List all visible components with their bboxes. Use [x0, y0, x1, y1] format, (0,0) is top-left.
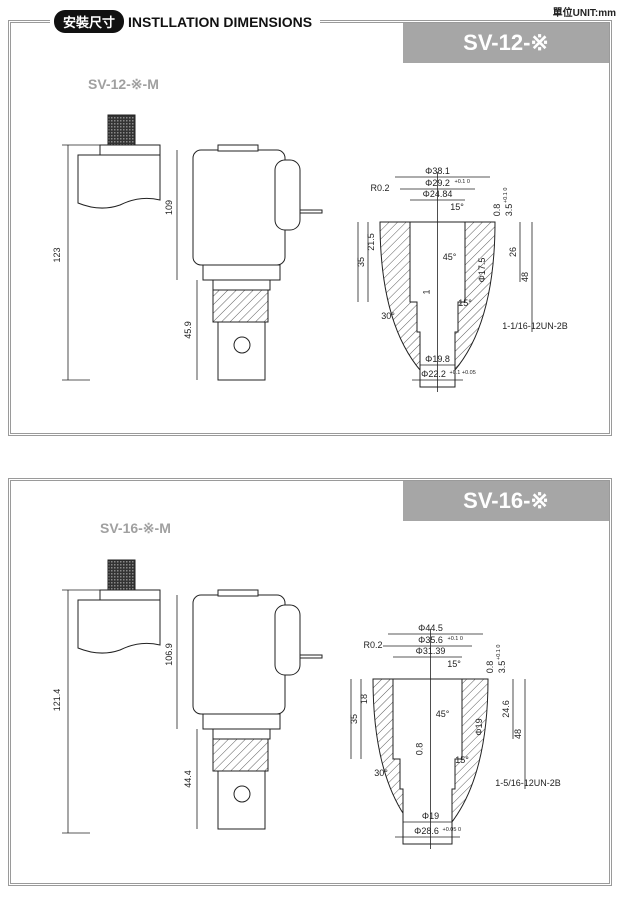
- body-length-label: 44.4: [183, 770, 193, 788]
- thread-label: 1-1/16-12UN-2B: [502, 321, 568, 331]
- dimension-label: R0.2: [370, 183, 389, 193]
- dimension-label: 26: [508, 247, 518, 257]
- coil-body: [192, 594, 286, 715]
- dimension-label: Φ31.39: [416, 646, 446, 656]
- dimension-label: 30°: [374, 768, 388, 778]
- manual-override-body: [77, 154, 161, 209]
- coil-body: [192, 149, 286, 266]
- dimension-label: Φ38.1: [425, 166, 450, 176]
- section-title-text: INSTLLATION DIMENSIONS: [128, 13, 313, 30]
- dimension-label: Φ19: [422, 811, 439, 821]
- tolerance-label: +0.1 +0.05: [450, 370, 476, 376]
- body-length-label: 45.9: [183, 321, 193, 339]
- dimension-label: 15°: [455, 755, 469, 765]
- dimension-label: 15°: [447, 659, 461, 669]
- dimension-label: 45°: [436, 709, 450, 719]
- coil-height-label: 106.9: [164, 643, 174, 666]
- manual-knob: [107, 114, 136, 146]
- connector-pin: [299, 654, 323, 659]
- manual-override-base: [99, 589, 161, 601]
- dimension-label: 3.5: [504, 204, 514, 217]
- dimension-label: 15°: [450, 202, 464, 212]
- coil-top-nut: [217, 589, 259, 597]
- manual-height-label: 121.4: [52, 689, 62, 712]
- dimension-label: Φ22.2: [421, 369, 446, 379]
- dimension-label: Φ17.5: [477, 258, 487, 283]
- dimension-label: 15°: [458, 298, 472, 308]
- dimension-label: 0.8: [415, 743, 425, 756]
- connector: [274, 604, 301, 676]
- dimension-label: 0.8: [492, 204, 502, 217]
- coil-height-label: 109: [164, 200, 174, 215]
- hex-nut: [202, 264, 281, 281]
- manual-override-base: [99, 144, 161, 156]
- dimension-label: 35: [356, 257, 366, 267]
- port-hole: [233, 785, 251, 803]
- model-header: SV-12-※: [403, 23, 609, 63]
- adapter: [212, 728, 271, 740]
- cavity-bore: [392, 678, 463, 845]
- dimension-label: 3.5: [497, 661, 507, 674]
- tolerance-label: +0.1 0: [503, 188, 509, 203]
- model-header: SV-16-※: [403, 481, 609, 521]
- dimension-label: 48: [513, 729, 523, 739]
- unit-label: 單位UNIT:mm: [552, 8, 616, 19]
- dimension-label: 1: [422, 289, 432, 294]
- manual-knob: [107, 559, 136, 591]
- tolerance-label: +0.1 0: [448, 636, 463, 642]
- adapter: [212, 279, 271, 291]
- dimension-label: Φ19: [474, 718, 484, 735]
- connector-pin: [299, 209, 323, 214]
- dimension-label: R0.2: [363, 640, 382, 650]
- dimension-label: 0.8: [485, 661, 495, 674]
- manual-variant-label: SV-12-※-M: [88, 76, 159, 92]
- tolerance-label: +0.1 0: [455, 179, 470, 185]
- thread-section: [212, 738, 269, 772]
- dimension-label: Φ35.6: [418, 635, 443, 645]
- manual-variant-label: SV-16-※-M: [100, 520, 171, 536]
- port-hole: [233, 336, 251, 354]
- dimension-label: 18: [359, 694, 369, 704]
- dimension-label: Φ44.5: [418, 623, 443, 633]
- dimension-label: 48: [520, 272, 530, 282]
- manual-override-body: [77, 599, 161, 654]
- dimension-label: Φ19.8: [425, 354, 450, 364]
- dimension-label: 45°: [443, 252, 457, 262]
- tolerance-label: +0.05 0: [443, 827, 462, 833]
- hex-nut: [202, 713, 281, 730]
- dimension-label: 35: [349, 714, 359, 724]
- dimension-label: 30°: [381, 311, 395, 321]
- dimension-label: Φ29.2: [425, 178, 450, 188]
- thread-label: 1-5/16-12UN-2B: [495, 778, 561, 788]
- dimension-label: Φ24.84: [423, 189, 453, 199]
- dimension-label: Φ28.6: [414, 826, 439, 836]
- coil-top-nut: [217, 144, 259, 152]
- section-badge: 安裝尺寸: [54, 10, 125, 33]
- panel-sv16: SV-16-※: [8, 478, 612, 886]
- tolerance-label: +0.1 0: [496, 645, 502, 660]
- dimension-label: 21.5: [366, 233, 376, 251]
- connector: [274, 159, 301, 231]
- dimension-label: 24.6: [501, 700, 511, 718]
- manual-height-label: 123: [52, 247, 62, 262]
- thread-section: [212, 289, 269, 323]
- section-title: 安裝尺寸 INSTLLATION DIMENSIONS: [50, 10, 321, 33]
